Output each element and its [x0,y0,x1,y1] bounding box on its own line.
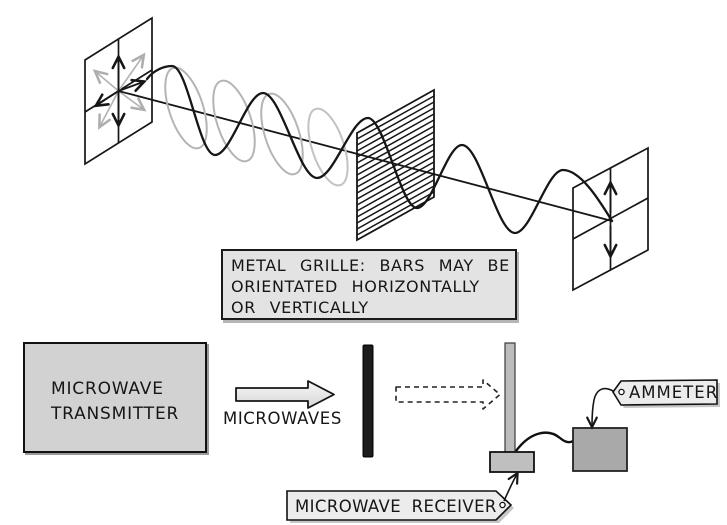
grille-edge-bar [362,344,374,458]
microwaves-arrow [235,380,335,409]
unpolarised-wave-loops [164,66,349,187]
receiver-tag [286,470,519,523]
receiver-aerial-rod [504,342,516,454]
metal-grille-note: METAL GRILLE: BARS MAY BE ORIENTATED HOR… [221,249,517,320]
em-wave [145,64,614,235]
transmitter-label-line-2: TRANSMITTER [51,404,180,424]
ammeter-body [572,427,628,472]
ammeter-label: AMMETER [629,383,719,402]
diagonal-polarisation-arrows [96,56,143,126]
vertical-horizontal-polarisation-arrows [93,53,148,129]
transmitted-wave-dashed-arrow [395,379,501,410]
note-line-3: OR VERTICALLY [231,298,369,317]
receiver-pointer-arrow [503,470,519,502]
metal-grille-plate [356,88,435,242]
note-line-1: METAL GRILLE: BARS MAY BE [231,256,510,275]
connecting-wire [515,431,574,452]
tag-hole-icon [499,501,506,509]
transmitter-label: MICROWAVE TRANSMITTER [51,377,179,427]
receiver-tag-plate [286,490,513,521]
transmitter-label-line-1: MICROWAVE [51,379,164,399]
receiver-base [489,451,535,473]
propagation-axis-line [118,90,613,222]
ammeter-tag-plate [612,379,718,406]
receiver-label: MICROWAVE RECEIVER [295,497,497,516]
tag-hole-icon [618,388,625,396]
ammeter-pointer-arrow [586,387,614,430]
microwave-transmitter-box: MICROWAVE TRANSMITTER [23,342,207,453]
microwaves-label: MICROWAVES [223,409,342,428]
note-line-2: ORIENTATED HORIZONTALLY [231,277,480,296]
ammeter-tag [586,379,720,430]
